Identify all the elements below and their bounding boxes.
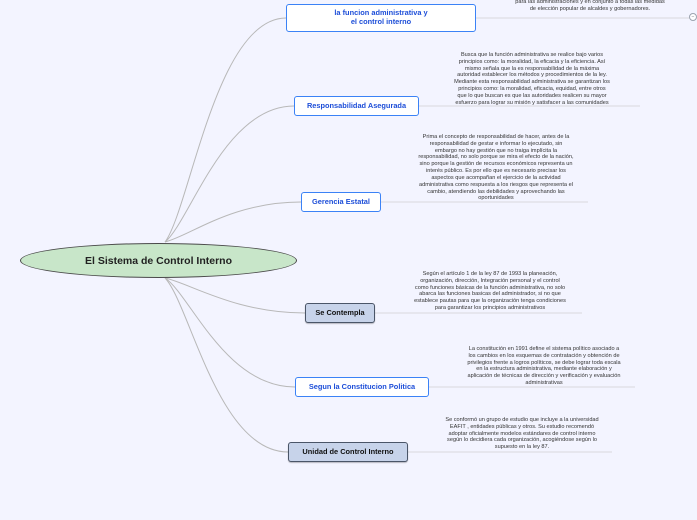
connector-line-1 [164, 105, 295, 243]
topic-label: Gerencia Estatal [312, 196, 370, 206]
central-topic-label: El Sistema de Control Interno [84, 254, 233, 267]
collapse-toggle-icon[interactable]: − [689, 13, 697, 21]
note-segun-la-constitucion-politica: La constitución en 1991 define el sistem… [467, 346, 621, 387]
topic-responsabilidad-asegurada[interactable]: Responsabilidad Asegurada [294, 96, 419, 116]
topic-label: Responsabilidad Asegurada [306, 100, 407, 110]
connector-line-0 [164, 17, 287, 243]
connector-line-3 [164, 277, 306, 314]
topic-segun-la-constitucion-politica[interactable]: Segun la Constitucion Politica [295, 377, 429, 397]
topic-label: la funcion administrativa y el control i… [334, 8, 428, 26]
topic-label: Unidad de Control Interno [302, 446, 394, 456]
topic-unidad-de-control-interno[interactable]: Unidad de Control Interno [288, 442, 408, 462]
topic-gerencia-estatal[interactable]: Gerencia Estatal [301, 192, 381, 212]
topic-funcion-administrativa[interactable]: la funcion administrativa y el control i… [286, 4, 476, 32]
topic-label: Segun la Constitucion Politica [308, 381, 416, 391]
central-topic[interactable]: El Sistema de Control Interno [20, 243, 297, 278]
connector-line-4 [164, 277, 296, 388]
note-unidad-de-control-interno: Se conformó un grupo de estudio que incl… [445, 417, 599, 451]
topic-label: Se Contempla [315, 307, 365, 317]
connector-line-5 [164, 277, 289, 453]
note-responsabilidad-asegurada: Busca que la función administrativa se r… [454, 52, 610, 106]
connector-line-2 [164, 201, 302, 243]
note-se-contempla: Según el artículo 1 de la ley 87 de 1993… [414, 271, 566, 312]
topic-se-contempla[interactable]: Se Contempla [305, 303, 375, 323]
note-gerencia-estatal: Prima el concepto de responsabilidad de … [418, 134, 574, 202]
note-funcion-administrativa: para las administraciones y en conjunto … [515, 0, 665, 12]
